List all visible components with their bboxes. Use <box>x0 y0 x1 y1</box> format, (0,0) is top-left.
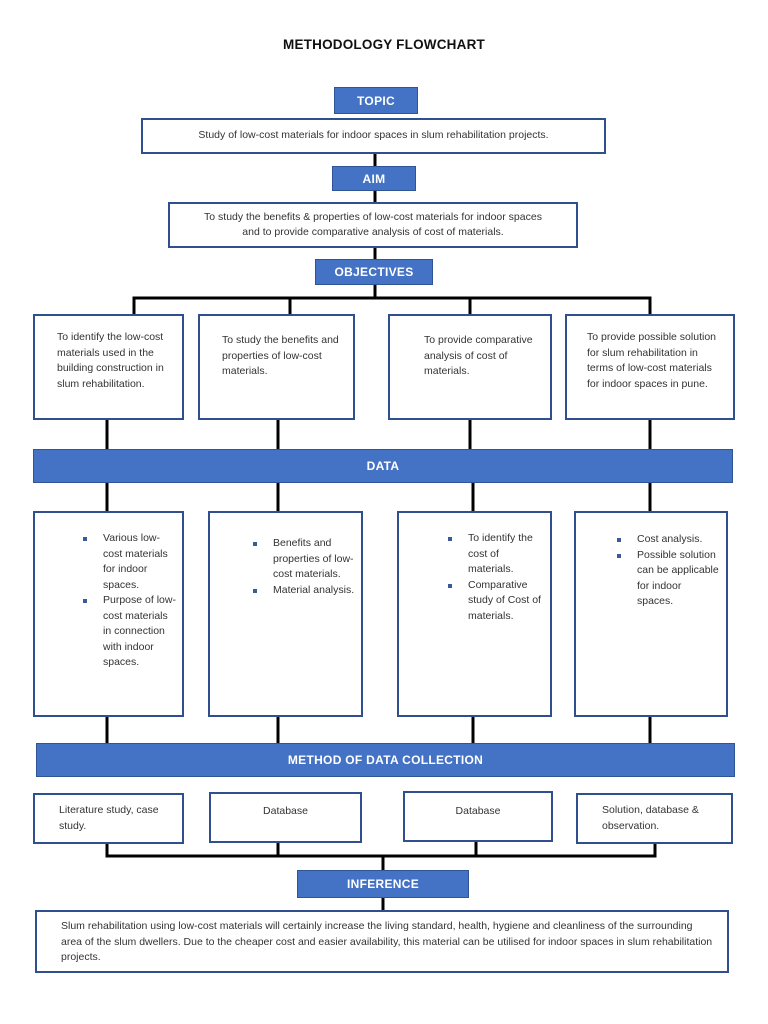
inference-box: Slum rehabilitation using low-cost mater… <box>35 910 729 973</box>
data-list-2: Benefits and properties of low-cost mate… <box>247 536 355 598</box>
objective-box-1: To identify the low-cost materials used … <box>33 314 184 420</box>
method-text-3: Database <box>455 805 501 817</box>
method-text-1: Literature study, case study. <box>59 804 159 832</box>
method-label: METHOD OF DATA COLLECTION <box>36 743 735 777</box>
data-item: Material analysis. <box>247 583 355 599</box>
data-list-4: Cost analysis. Possible solution can be … <box>611 532 720 610</box>
method-text-2: Database <box>263 805 308 817</box>
data-item: Benefits and properties of low-cost mate… <box>247 536 355 583</box>
aim-box: To study the benefits & properties of lo… <box>168 202 578 248</box>
data-box-2: Benefits and properties of low-cost mate… <box>208 511 363 717</box>
topic-label: TOPIC <box>334 87 418 114</box>
method-box-2: Database <box>209 792 362 843</box>
data-list-1: Various low-cost materials for indoor sp… <box>77 531 176 671</box>
data-box-1: Various low-cost materials for indoor sp… <box>33 511 184 717</box>
data-label: DATA <box>33 449 733 483</box>
data-item: Comparative study of Cost of materials. <box>442 578 544 625</box>
inference-text: Slum rehabilitation using low-cost mater… <box>61 920 713 963</box>
data-item: Various low-cost materials for indoor sp… <box>77 531 176 593</box>
inference-label: INFERENCE <box>297 870 469 898</box>
data-box-4: Cost analysis. Possible solution can be … <box>574 511 728 717</box>
objective-text-2: To study the benefits and properties of … <box>222 334 339 377</box>
objective-text-3: To provide comparative analysis of cost … <box>424 334 533 377</box>
objective-text-1: To identify the low-cost materials used … <box>57 331 164 390</box>
topic-box: Study of low-cost materials for indoor s… <box>141 118 606 154</box>
data-item: Purpose of low-cost materials in connect… <box>77 593 176 671</box>
aim-label: AIM <box>332 166 416 191</box>
method-box-4: Solution, database & observation. <box>576 793 733 844</box>
data-list-3: To identify the cost of materials. Compa… <box>442 531 544 624</box>
objective-box-2: To study the benefits and properties of … <box>198 314 355 420</box>
data-box-3: To identify the cost of materials. Compa… <box>397 511 552 717</box>
objective-box-4: To provide possible solution for slum re… <box>565 314 735 420</box>
aim-text-line2: and to provide comparative analysis of c… <box>242 226 504 238</box>
objectives-label: OBJECTIVES <box>315 259 433 285</box>
objective-text-4: To provide possible solution for slum re… <box>587 331 716 390</box>
data-item: Cost analysis. <box>611 532 720 548</box>
page-title: METHODOLOGY FLOWCHART <box>283 37 485 52</box>
objective-box-3: To provide comparative analysis of cost … <box>388 314 552 420</box>
data-item: Possible solution can be applicable for … <box>611 548 720 610</box>
data-item: To identify the cost of materials. <box>442 531 544 578</box>
method-text-4: Solution, database & observation. <box>602 804 699 832</box>
method-box-1: Literature study, case study. <box>33 793 184 844</box>
method-box-3: Database <box>403 791 553 842</box>
topic-text: Study of low-cost materials for indoor s… <box>198 129 549 142</box>
aim-text-line1: To study the benefits & properties of lo… <box>204 210 542 223</box>
